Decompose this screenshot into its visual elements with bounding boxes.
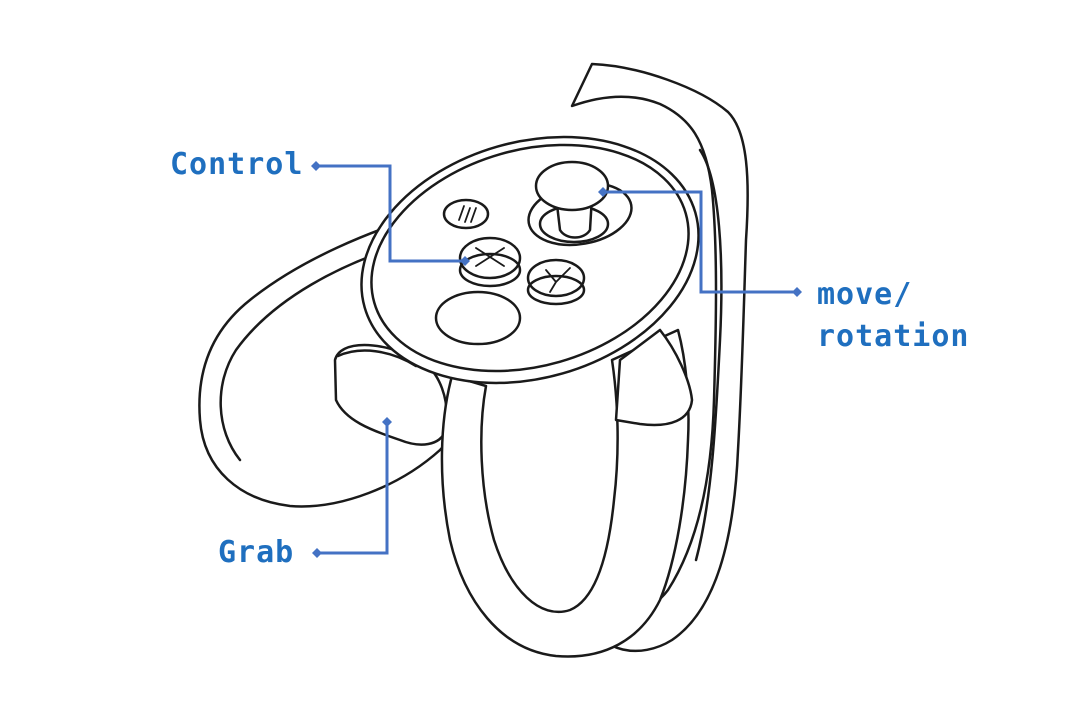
leader-endpoints: [311, 161, 802, 558]
x-button-skirt: [458, 252, 522, 288]
move-leader-end-marker: [792, 287, 802, 297]
x-glyph: [475, 247, 505, 267]
handle-grip-edge: [219, 238, 422, 462]
y-button: [526, 258, 586, 298]
rotation-label: rotation: [817, 319, 970, 354]
grab-leader: [317, 422, 389, 555]
y-glyph: [545, 267, 571, 293]
control-leader-end-marker: [460, 256, 470, 266]
menu-button: [442, 198, 490, 230]
control-leader-start-marker: [311, 161, 321, 171]
grab-leader-end-marker: [312, 548, 322, 558]
top-disc-face: [370, 143, 690, 373]
leader-lines: [316, 164, 797, 555]
control-label: Control: [170, 147, 304, 182]
thumb-rest: [434, 290, 522, 346]
move-label: move/: [817, 277, 913, 312]
y-button-skirt: [526, 274, 586, 306]
grab-label: Grab: [218, 535, 295, 570]
thumbstick-cap: [534, 160, 610, 212]
move-leader-start-marker: [598, 187, 608, 197]
control-leader: [316, 164, 465, 263]
move-leader: [603, 190, 797, 294]
tracking-ring-inner-edge: [694, 148, 723, 562]
menu-glyph: [458, 205, 477, 223]
side-fin: [614, 328, 694, 427]
controller-drawing: [198, 62, 749, 658]
grab-leader-start-marker: [382, 417, 392, 427]
